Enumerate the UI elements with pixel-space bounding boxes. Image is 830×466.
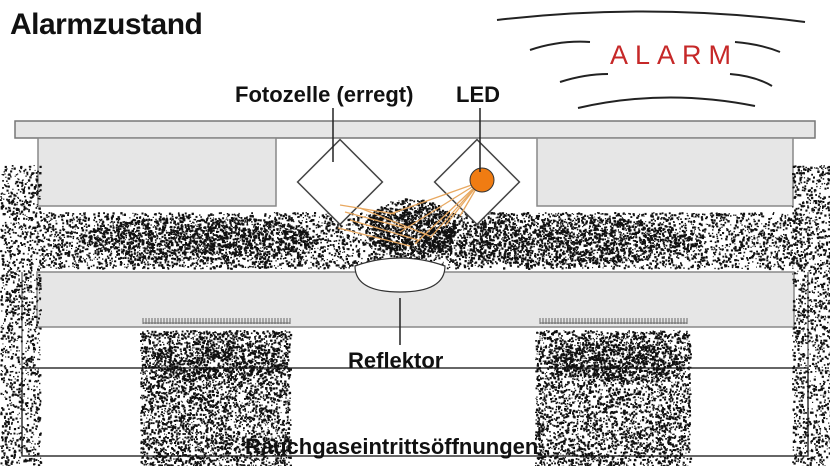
- led-light: [470, 168, 494, 192]
- upper-left-block: [38, 138, 276, 206]
- reflector: [355, 258, 445, 292]
- alarm-label: ALARM: [610, 40, 738, 71]
- alarm-wave-2: [530, 42, 590, 50]
- alarm-wave-3: [735, 42, 780, 52]
- inlets-label: Rauchgaseintrittsöffnungen: [245, 434, 538, 460]
- alarm-wave-1: [497, 11, 805, 22]
- top-plate: [15, 121, 815, 138]
- upper-right-block: [537, 138, 793, 206]
- alarm-wave-4: [560, 74, 608, 82]
- led-label: LED: [456, 82, 500, 108]
- page-title: Alarmzustand: [10, 8, 202, 42]
- alarm-wave-5: [730, 74, 772, 86]
- photocell-label: Fotozelle (erregt): [235, 82, 413, 108]
- alarm-wave-6: [578, 97, 755, 108]
- reflector-label: Reflektor: [348, 348, 443, 374]
